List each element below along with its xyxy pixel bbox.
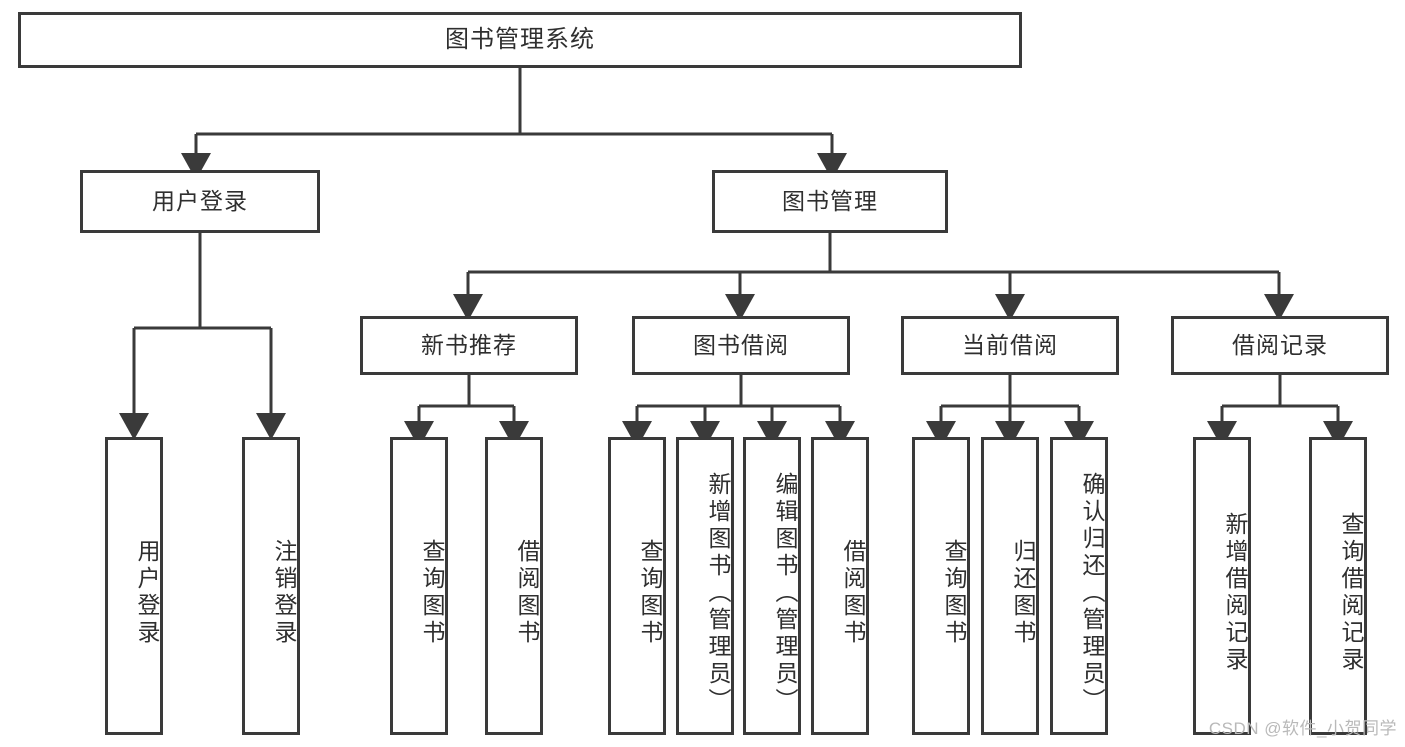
node-user-login[interactable]: 用户登录 xyxy=(80,170,320,233)
leaf-add-book-admin[interactable]: 新增图书（管理员） xyxy=(676,437,734,735)
watermark-credit: CSDN @软件_小贺同学 xyxy=(1208,719,1397,738)
leaf-borrow-book[interactable]: 借阅图书 xyxy=(811,437,869,735)
leaf-edit-book-admin[interactable]: 编辑图书（管理员） xyxy=(743,437,801,735)
node-label: 新增借阅记录 xyxy=(1222,512,1248,674)
node-label: 确认归还（管理员） xyxy=(1079,471,1105,715)
leaf-query-book-current[interactable]: 查询图书 xyxy=(912,437,970,735)
node-label: 新增图书（管理员） xyxy=(705,471,731,715)
node-label: 图书管理系统 xyxy=(445,25,595,53)
node-borrow-record[interactable]: 借阅记录 xyxy=(1171,316,1389,375)
node-label: 查询图书 xyxy=(637,539,663,647)
node-new-book-recommend[interactable]: 新书推荐 xyxy=(360,316,578,375)
leaf-user-login[interactable]: 用户登录 xyxy=(105,437,163,735)
leaf-add-borrow-record[interactable]: 新增借阅记录 xyxy=(1193,437,1251,735)
leaf-logout-login[interactable]: 注销登录 xyxy=(242,437,300,735)
node-label: 查询图书 xyxy=(941,539,967,647)
leaf-return-book[interactable]: 归还图书 xyxy=(981,437,1039,735)
node-label: 当前借阅 xyxy=(962,331,1058,358)
node-label: 查询借阅记录 xyxy=(1338,512,1364,674)
leaf-query-borrow-record[interactable]: 查询借阅记录 xyxy=(1309,437,1367,735)
leaf-confirm-return-admin[interactable]: 确认归还（管理员） xyxy=(1050,437,1108,735)
node-label: 借阅图书 xyxy=(840,539,866,647)
node-label: 图书管理 xyxy=(782,187,878,214)
node-book-borrow[interactable]: 图书借阅 xyxy=(632,316,850,375)
node-label: 借阅图书 xyxy=(514,539,540,647)
node-label: 用户登录 xyxy=(152,187,248,214)
leaf-query-book-borrow[interactable]: 查询图书 xyxy=(608,437,666,735)
node-label: 注销登录 xyxy=(271,539,297,647)
node-label: 归还图书 xyxy=(1010,539,1036,647)
node-label: 编辑图书（管理员） xyxy=(772,471,798,715)
node-root-system[interactable]: 图书管理系统 xyxy=(18,12,1022,68)
leaf-query-book-recommend[interactable]: 查询图书 xyxy=(390,437,448,735)
node-label: 图书借阅 xyxy=(693,331,789,358)
node-label: 用户登录 xyxy=(134,539,160,647)
node-current-borrow[interactable]: 当前借阅 xyxy=(901,316,1119,375)
node-book-management[interactable]: 图书管理 xyxy=(712,170,948,233)
leaf-borrow-book-recommend[interactable]: 借阅图书 xyxy=(485,437,543,735)
node-label: 新书推荐 xyxy=(421,331,517,358)
node-label: 查询图书 xyxy=(419,539,445,647)
node-label: 借阅记录 xyxy=(1232,331,1328,358)
